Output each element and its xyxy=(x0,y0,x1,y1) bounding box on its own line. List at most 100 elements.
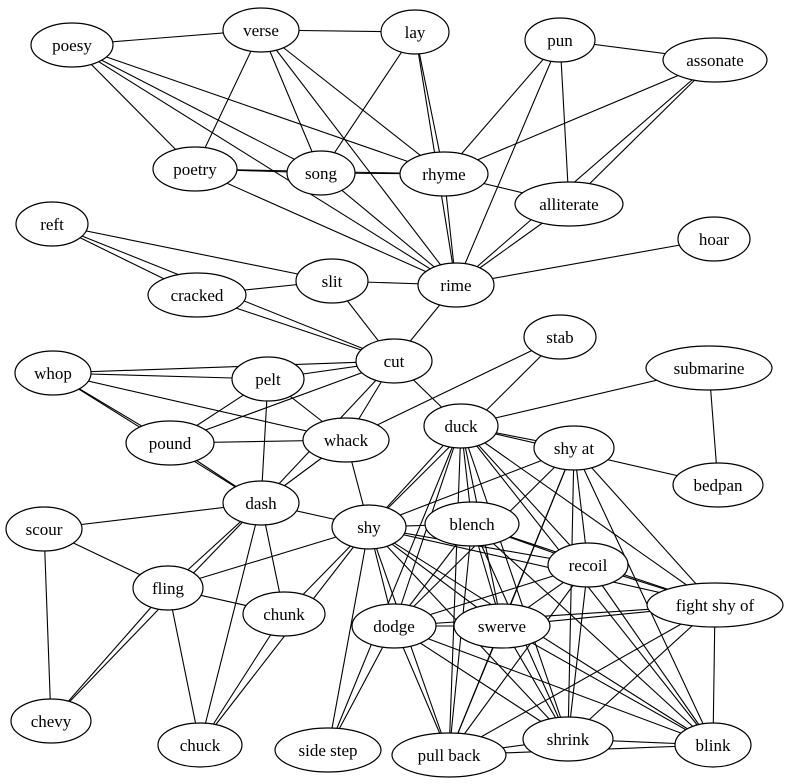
edge-pun-alliterate xyxy=(559,39,570,205)
node-cut: cut xyxy=(355,338,433,384)
node-label: cut xyxy=(384,352,405,371)
node-label: whack xyxy=(324,431,369,450)
edge-blench-pull_back xyxy=(448,523,473,756)
edge-pun-rhyme xyxy=(443,39,561,175)
node-label: shy at xyxy=(554,439,594,458)
node-label: cracked xyxy=(171,286,224,305)
node-dash: dash xyxy=(222,480,300,526)
edge-pound-cut xyxy=(169,360,395,444)
node-pun: pun xyxy=(524,17,596,63)
edge-reft-slit xyxy=(51,223,333,282)
node-verse: verse xyxy=(222,7,300,53)
edge-duck-shrink xyxy=(460,425,569,740)
node-whack: whack xyxy=(302,417,390,463)
node-ellipse xyxy=(14,350,92,396)
node-ellipse xyxy=(399,151,489,197)
node-dodge: dodge xyxy=(351,603,437,649)
node-label: blink xyxy=(696,736,731,755)
node-blench: blench xyxy=(424,501,520,547)
node-label: dash xyxy=(245,494,277,513)
node-label: reft xyxy=(40,215,64,234)
node-swerve: swerve xyxy=(453,603,551,649)
node-ellipse xyxy=(30,22,114,68)
node-ellipse xyxy=(222,480,300,526)
node-label: shy xyxy=(357,518,381,537)
edge-shy_at-blink xyxy=(573,447,714,746)
node-label: pound xyxy=(149,434,192,453)
edge-whop-cut xyxy=(52,360,395,374)
node-ellipse xyxy=(125,420,215,466)
edge-shy_at-shrink xyxy=(567,447,575,740)
edge-blench-blink xyxy=(471,523,714,746)
node-label: submarine xyxy=(674,359,745,378)
node-ellipse xyxy=(380,9,450,55)
edge-poesy-rhyme xyxy=(71,44,445,175)
edge-fight_shy_of-blink xyxy=(712,604,716,746)
node-whop: whop xyxy=(14,350,92,396)
node-ellipse xyxy=(147,272,247,318)
node-ellipse xyxy=(5,506,83,552)
node-label: bedpan xyxy=(693,476,743,495)
edge-dash-chuck xyxy=(199,502,262,746)
edge-shy-fight_shy_of xyxy=(368,526,716,606)
edge-song-rime xyxy=(320,172,457,286)
node-pound: pound xyxy=(125,420,215,466)
edge-pun-rime xyxy=(455,39,561,286)
node-label: side step xyxy=(298,741,357,760)
node-label: chuck xyxy=(180,736,221,755)
edge-fight_shy_of-pull_back xyxy=(448,604,716,756)
node-ellipse xyxy=(15,201,89,247)
node-label: shrink xyxy=(547,730,590,749)
node-song: song xyxy=(286,150,356,196)
node-ellipse xyxy=(533,425,615,471)
node-submarine: submarine xyxy=(645,345,773,391)
edge-recoil-blink xyxy=(587,564,714,746)
node-rhyme: rhyme xyxy=(399,151,489,197)
node-label: pelt xyxy=(255,370,281,389)
node-ellipse xyxy=(423,403,499,449)
node-ellipse xyxy=(547,542,629,588)
node-ellipse xyxy=(132,565,204,611)
node-ellipse xyxy=(391,732,507,778)
node-label: poetry xyxy=(173,160,217,179)
node-duck: duck xyxy=(423,403,499,449)
node-ellipse xyxy=(645,345,773,391)
node-ellipse xyxy=(222,7,300,53)
node-label: whop xyxy=(34,364,72,383)
node-shrink: shrink xyxy=(522,716,614,762)
node-ellipse xyxy=(295,258,369,304)
edge-duck-recoil xyxy=(460,425,589,566)
edge-verse-rime xyxy=(260,29,457,286)
node-hoar: hoar xyxy=(677,216,751,262)
node-shy-at: shy at xyxy=(533,425,615,471)
edge-poetry-rime xyxy=(194,168,457,286)
node-ellipse xyxy=(152,146,238,192)
node-lay: lay xyxy=(380,9,450,55)
node-ellipse xyxy=(10,698,92,744)
node-ellipse xyxy=(286,150,356,196)
node-side-step: side step xyxy=(274,727,382,773)
node-ellipse xyxy=(523,314,597,360)
node-ellipse xyxy=(453,603,551,649)
node-label: verse xyxy=(243,21,279,40)
node-label: blench xyxy=(449,515,495,534)
node-label: fling xyxy=(152,579,185,598)
edge-shy_at-fight_shy_of xyxy=(573,447,716,606)
node-reft: reft xyxy=(15,201,89,247)
node-label: assonate xyxy=(686,51,744,70)
node-bedpan: bedpan xyxy=(672,462,764,508)
node-ellipse xyxy=(514,181,624,227)
edge-swerve-blink xyxy=(501,625,714,746)
edge-shy_at-shy xyxy=(368,447,575,528)
edge-fling-chevy xyxy=(50,587,169,722)
node-ellipse xyxy=(672,462,764,508)
edge-assonate-rhyme xyxy=(443,59,716,175)
node-label: pull back xyxy=(418,746,481,765)
node-label: scour xyxy=(26,520,63,539)
node-poesy: poesy xyxy=(30,22,114,68)
node-label: chevy xyxy=(31,712,72,731)
edge-scour-chevy xyxy=(43,528,52,722)
node-ellipse xyxy=(662,37,768,83)
node-fight-shy-of: fight shy of xyxy=(646,582,784,628)
node-label: duck xyxy=(444,417,478,436)
